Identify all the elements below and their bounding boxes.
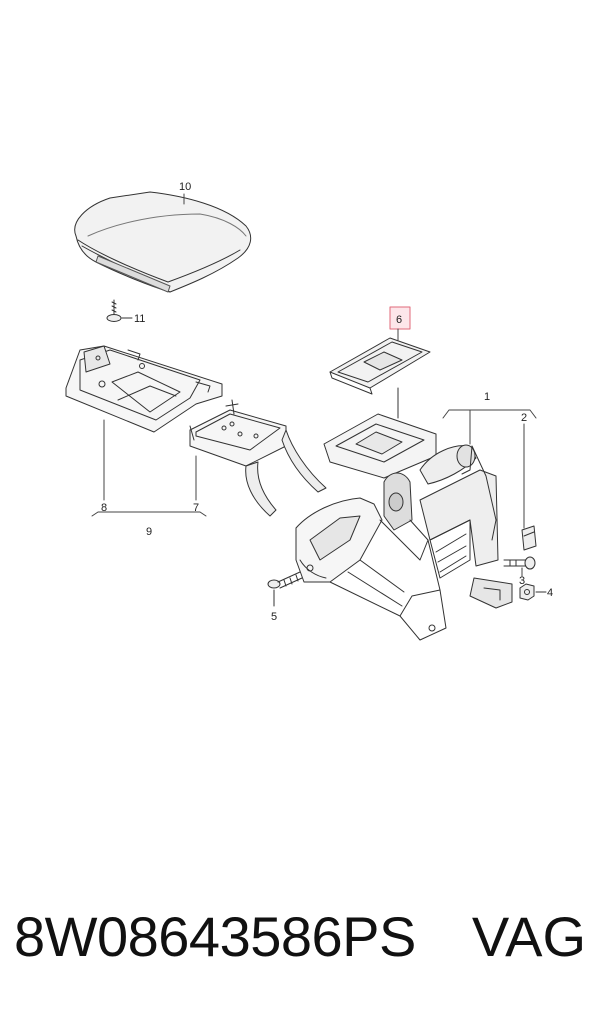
- part-number: 8W08643586PS: [14, 905, 416, 968]
- clip-2: [521, 525, 537, 551]
- callout-2: 2: [521, 412, 527, 424]
- leader-lines: [91, 193, 537, 577]
- brand-name: VAG: [471, 905, 586, 968]
- callout-10: 10: [179, 181, 191, 193]
- callout-9: 9: [146, 526, 152, 538]
- hinge-base-plate: [65, 345, 223, 433]
- bolt-5: [267, 571, 303, 607]
- callout-5: 5: [271, 611, 277, 623]
- armrest-lid: [74, 191, 252, 293]
- callout-4: 4: [547, 587, 553, 599]
- console-frame: [295, 413, 513, 641]
- callout-8: 8: [101, 502, 107, 514]
- slide-bracket: [189, 399, 327, 517]
- insert-mat: [329, 337, 431, 419]
- nut-4: [519, 583, 547, 601]
- bolt-3: [503, 556, 536, 573]
- callout-11: 11: [134, 313, 145, 325]
- callout-6: 6: [396, 314, 402, 326]
- callout-7: 7: [193, 502, 199, 514]
- screw-11: [106, 299, 133, 322]
- callout-1: 1: [484, 391, 490, 403]
- callout-3: 3: [519, 575, 525, 587]
- part-6-highlight: [389, 306, 411, 330]
- exploded-parts-diagram: 10 11 6 1 2 8 7 9 3 4 5: [65, 181, 553, 641]
